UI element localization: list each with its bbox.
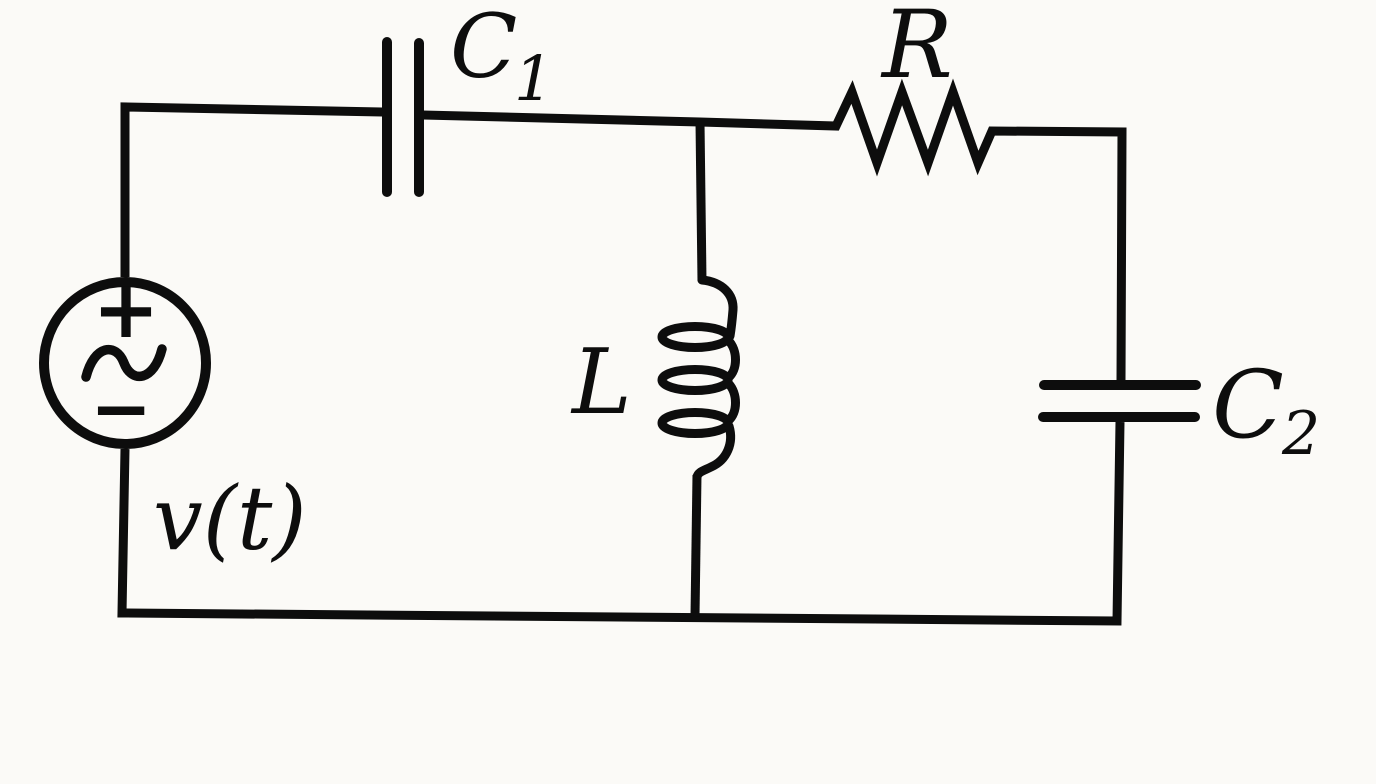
resistor-r: R — [880, 0, 953, 100]
inductor-coil-loop-2 — [657, 365, 733, 395]
inductor-l-label: L — [570, 330, 632, 435]
resistor-r-label: R — [880, 0, 953, 100]
wire-top-right-with-resistor — [422, 78, 1127, 381]
wire-bottom-loop — [117, 421, 1125, 626]
inductor-coil-bottom-tail — [692, 421, 736, 482]
inductor-coil-arc-2 — [723, 378, 740, 426]
ac-voltage-source: + − — [39, 263, 211, 452]
wire-middle-bottom — [690, 474, 702, 617]
inductor-coil-top-tail — [697, 275, 738, 341]
capacitor-c2-label: C — [1212, 351, 1284, 460]
source-plus-sign: + — [92, 263, 159, 356]
wires — [117, 78, 1127, 626]
inductor-coil-loop-1 — [657, 322, 733, 352]
inductor-l: L — [570, 275, 740, 482]
source-minus-sign: − — [90, 366, 152, 452]
source-circle — [39, 277, 211, 449]
wire-middle-top — [695, 121, 707, 282]
source-label-group: v(t) — [153, 467, 307, 570]
capacitor-c1: C 1 — [382, 0, 553, 197]
capacitor-c2: C 2 — [1038, 351, 1320, 469]
wire-top-left — [120, 102, 384, 277]
inductor-coil-loop-3 — [657, 408, 733, 438]
capacitor-c1-subscript: 1 — [514, 42, 553, 115]
inductor-coil-arc-1 — [723, 335, 740, 383]
capacitor-c2-subscript: 2 — [1281, 399, 1320, 469]
source-label: v(t) — [153, 467, 307, 570]
capacitor-c1-label: C — [450, 0, 517, 98]
sine-wave-icon — [81, 344, 167, 382]
